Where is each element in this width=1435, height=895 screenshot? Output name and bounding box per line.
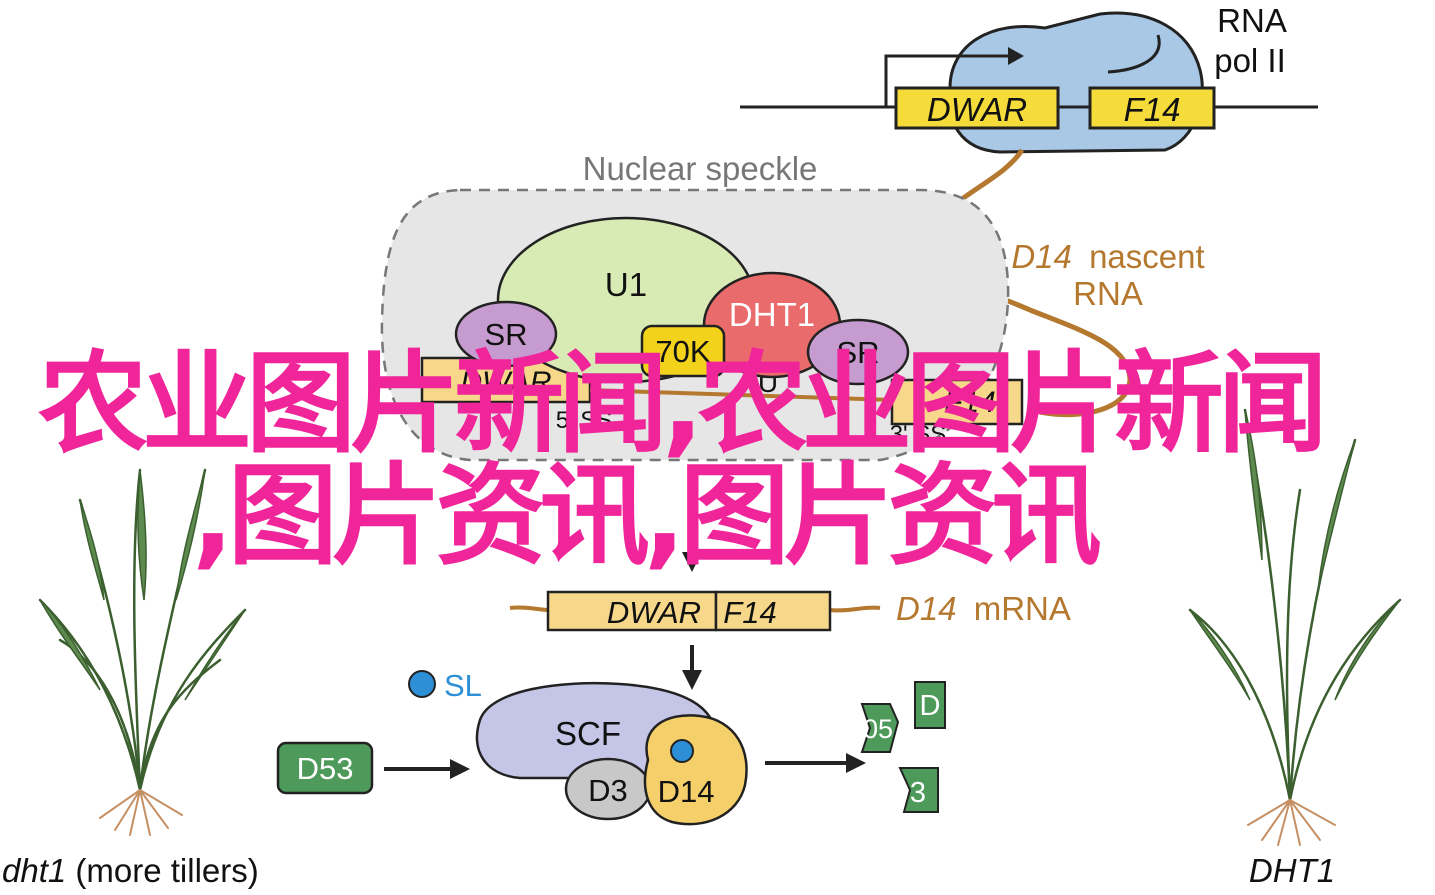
ss3-label: 3' SS: [890, 421, 947, 448]
d53-protein: [276, 741, 374, 795]
left-plant-text: (more tillers): [75, 852, 258, 889]
plant-left: [38, 468, 247, 836]
scf-label: SCF: [555, 715, 621, 752]
exon-box-right: [890, 378, 1024, 426]
exon-label-left: DWAR: [460, 366, 551, 399]
d53-fragment-mid: [860, 703, 900, 753]
intron-line: [589, 388, 893, 402]
sr-left-label: SR: [484, 317, 527, 352]
nascent-gene: D14: [1011, 238, 1072, 275]
nascent-rna-label-line2: RNA: [1073, 275, 1143, 312]
ss5-label: 5' SS: [556, 407, 613, 434]
gene-label-f14: F14: [1124, 91, 1181, 128]
d53-fragment-top: [914, 681, 946, 729]
dht1-label: DHT1: [729, 296, 815, 333]
arrow-to-scf-head: [682, 670, 702, 690]
70k-label: 70K: [655, 334, 710, 369]
sl-bound: [670, 739, 694, 763]
d3-label: D3: [588, 773, 628, 808]
sr-protein-left: [454, 300, 558, 368]
nascent-text1: nascent: [1089, 238, 1205, 275]
d14-protein-label: D14: [658, 774, 715, 809]
mrna-seg-dwar: [546, 590, 718, 632]
rna-pol-ii-shape: [947, 11, 1204, 154]
fragment-bot-label: 3: [910, 777, 926, 809]
mrna-label-text: mRNA: [974, 590, 1071, 627]
arrow-degrade-head: [846, 753, 866, 773]
arrow-d53-head: [450, 759, 470, 779]
fragment-mid-label: 05: [863, 714, 893, 744]
mrna-seg1-label: DWAR: [607, 595, 701, 630]
left-plant-gene: dht1: [2, 852, 66, 889]
gene-box-dwar: [894, 86, 1060, 130]
sr-protein-right: [806, 318, 910, 386]
mrna-label: D14 mRNA: [896, 590, 1071, 627]
exon-label-right: F14: [944, 386, 996, 419]
rna-pol-label-line1: RNA: [1217, 2, 1287, 39]
nascent-rna-label: D14 nascent: [1011, 238, 1204, 275]
arrow-to-mrna-head: [682, 552, 702, 572]
tss-arrowhead: [1008, 47, 1024, 65]
speckle-title: Nuclear speckle: [583, 150, 818, 187]
d53-label: D53: [297, 751, 354, 786]
d14-protein: [643, 714, 748, 826]
mature-mrna: DWAR F14 D14 mRNA: [509, 590, 1071, 632]
mrna-seg-f14: [714, 590, 832, 632]
d53-fragment-bot: [898, 767, 939, 813]
sr-right-label: SR: [836, 335, 879, 370]
rna-pol-label-line2: pol II: [1214, 42, 1286, 79]
fragment-top-label: D: [920, 690, 941, 722]
sl-molecule: [408, 670, 436, 698]
right-plant-caption: DHT1: [1249, 852, 1335, 889]
mrna-tail: [509, 605, 881, 613]
mrna-label-gene: D14: [896, 590, 957, 627]
u1-label: U1: [605, 266, 647, 303]
gene-label-dwar: DWAR: [927, 91, 1027, 128]
70k-protein: [640, 324, 726, 378]
mrna-seg2-label: F14: [723, 595, 776, 630]
gene-transcription-panel: DWAR F14 RNA pol II: [740, 2, 1318, 154]
left-plant-caption: dht1 (more tillers): [2, 852, 259, 889]
sl-label: SL: [444, 668, 482, 703]
gene-box-f14: [1088, 86, 1216, 130]
sl-signaling: SL SCF D3 D14 D53 D 05 3: [276, 668, 946, 826]
pol-inner-curve: [1107, 34, 1161, 74]
tss-arrow: [884, 54, 1012, 107]
nuclear-speckle: Nuclear speckle DWAR F14 5' SS 3' SS U U…: [380, 150, 1024, 462]
plant-right: [1188, 408, 1402, 846]
